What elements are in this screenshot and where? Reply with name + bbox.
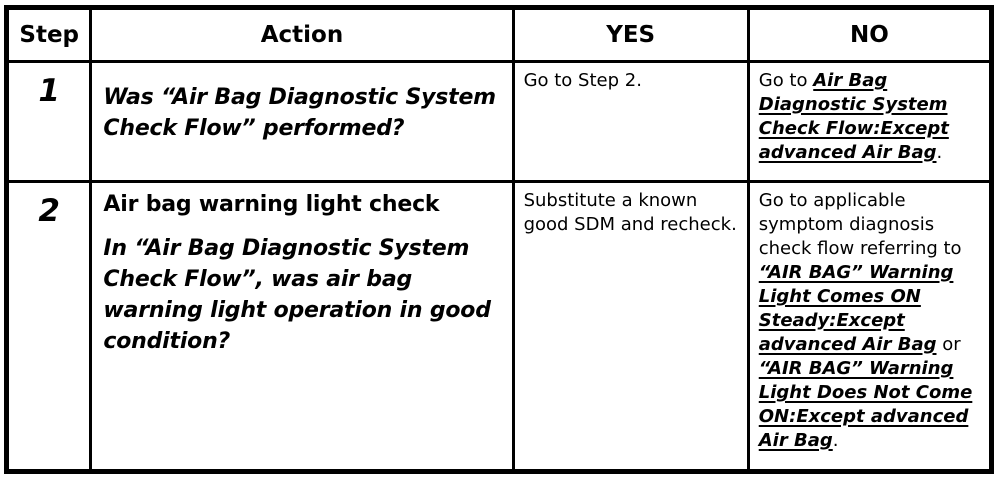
action-cell: Air bag warning light check In “Air Bag D… (89, 180, 515, 473)
col-header-yes: YES (511, 6, 750, 63)
action-cell-text: In “Air Bag Diagnostic System Check Flow… (103, 236, 491, 354)
document-link[interactable]: “AIR BAG” Warning Light Comes ON Steady:… (758, 262, 954, 355)
no-cell: Go to Air Bag Diagnostic System Check Fl… (746, 60, 994, 183)
document-link[interactable]: “AIR BAG” Warning Light Does Not Come ON… (758, 358, 973, 451)
yes-cell: Substitute a known good SDM and recheck. (511, 180, 750, 473)
no-cell-text: . (832, 430, 839, 451)
step-number: 2 (4, 180, 93, 473)
no-cell: Go to applicable symptom diagnosis check… (746, 180, 994, 473)
table-header: Step Action YES NO (4, 6, 994, 63)
yes-cell: Go to Step 2. (511, 60, 750, 183)
document-link[interactable]: Air Bag Diagnostic System Check Flow:Exc… (758, 70, 949, 163)
table-row: 2 Air bag warning light check In “Air Bag … (4, 180, 994, 473)
action-cell-text: Was “Air Bag Diagnostic System Check Flo… (103, 85, 496, 141)
header-row: Step Action YES NO (4, 6, 994, 63)
no-cell-text: Go to (758, 70, 814, 91)
no-cell-text: Go to applicable symptom diagnosis check… (758, 190, 962, 259)
yes-cell-text: Go to Step 2. (523, 70, 642, 91)
yes-cell-text: Substitute a known good SDM and recheck. (523, 190, 737, 235)
col-header-no: NO (746, 6, 994, 63)
no-cell-text: . (936, 142, 943, 163)
action-cell: Was “Air Bag Diagnostic System Check Flo… (89, 60, 515, 183)
action-cell-text: Air bag warning light check (103, 192, 440, 217)
step-number: 1 (4, 60, 93, 183)
col-header-step: Step (4, 6, 93, 63)
col-header-action: Action (89, 6, 515, 63)
no-cell-text: or (936, 334, 961, 355)
